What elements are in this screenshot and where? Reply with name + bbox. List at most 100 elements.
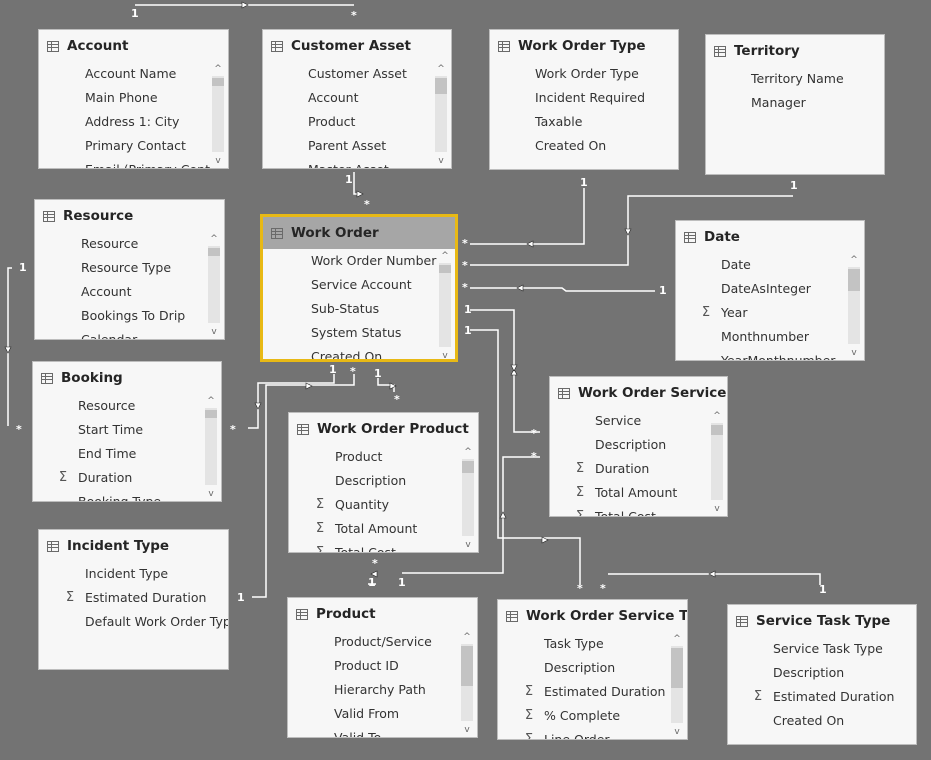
scroll-up-icon[interactable]: ^	[441, 251, 449, 261]
field-row[interactable]: Incident Type	[39, 562, 228, 586]
field-row[interactable]: Booking Type	[33, 490, 221, 501]
scroll-up-icon[interactable]: ^	[713, 411, 721, 421]
scroll-up-icon[interactable]: ^	[463, 632, 471, 642]
scroll-down-icon[interactable]: v	[714, 504, 720, 514]
scroll-down-icon[interactable]: v	[442, 351, 448, 361]
scrollbar[interactable]: ^v	[670, 634, 684, 737]
scroll-track[interactable]	[711, 423, 723, 500]
scrollbar[interactable]: ^v	[847, 255, 861, 358]
scrollbar[interactable]: ^v	[460, 632, 474, 735]
relationship-line[interactable]	[470, 309, 540, 433]
field-row[interactable]: Email (Primary Cont	[39, 158, 228, 168]
relationship-line[interactable]	[248, 374, 335, 429]
relationship-line[interactable]	[7, 267, 12, 426]
relationship-line[interactable]	[470, 287, 655, 292]
field-row[interactable]: Manager	[706, 91, 884, 115]
table-header[interactable]: Product	[288, 598, 477, 630]
scroll-thumb[interactable]	[848, 269, 860, 291]
scroll-track[interactable]	[462, 459, 474, 536]
relationship-line[interactable]	[470, 188, 585, 245]
scroll-down-icon[interactable]: v	[211, 327, 217, 337]
field-row[interactable]: Created On	[490, 134, 678, 158]
scroll-up-icon[interactable]: ^	[673, 634, 681, 644]
table-header[interactable]: Territory	[706, 35, 884, 67]
scroll-thumb[interactable]	[462, 461, 474, 473]
relationship-line[interactable]	[252, 374, 355, 598]
scroll-thumb[interactable]	[711, 425, 723, 435]
scroll-thumb[interactable]	[435, 78, 447, 94]
field-row[interactable]: Resource Type	[35, 256, 224, 280]
field-row[interactable]: Valid To	[288, 726, 477, 737]
scroll-up-icon[interactable]: ^	[437, 64, 445, 74]
field-row[interactable]: Created On	[263, 345, 455, 359]
scrollbar[interactable]: ^v	[461, 447, 475, 550]
relationship-line[interactable]	[353, 172, 362, 195]
field-row[interactable]: Product/Service	[288, 630, 477, 654]
field-row[interactable]: End Time	[33, 442, 221, 466]
field-row[interactable]: Sub-Status	[263, 297, 455, 321]
field-row[interactable]: Taxable	[490, 110, 678, 134]
field-row[interactable]: Primary Contact	[39, 134, 228, 158]
table-header[interactable]: Resource	[35, 200, 224, 232]
field-row[interactable]: Description	[550, 433, 727, 457]
scroll-track[interactable]	[205, 408, 217, 485]
table-header[interactable]: Work Order Type	[490, 30, 678, 62]
field-row[interactable]: Main Phone	[39, 86, 228, 110]
field-row[interactable]: Date	[676, 253, 864, 277]
field-row[interactable]: Work Order Number	[263, 249, 455, 273]
field-row[interactable]: Master Asset	[263, 158, 451, 168]
scroll-track[interactable]	[435, 76, 447, 152]
scroll-thumb[interactable]	[671, 648, 683, 688]
field-row[interactable]: Default Work Order Typ	[39, 610, 228, 634]
field-row[interactable]: Product	[263, 110, 451, 134]
field-row[interactable]: Account	[35, 280, 224, 304]
scroll-up-icon[interactable]: ^	[210, 234, 218, 244]
table-header[interactable]: Work Order	[263, 217, 455, 249]
scroll-track[interactable]	[208, 246, 220, 323]
field-row[interactable]: Start Time	[33, 418, 221, 442]
field-row[interactable]: Territory Name	[706, 67, 884, 91]
field-row[interactable]: Resource	[33, 394, 221, 418]
scroll-down-icon[interactable]: v	[438, 156, 444, 166]
scrollbar[interactable]: ^v	[204, 396, 218, 499]
field-row[interactable]: Account	[263, 86, 451, 110]
scroll-thumb[interactable]	[439, 265, 451, 273]
field-row[interactable]: Monthnumber	[676, 325, 864, 349]
field-row[interactable]: Created On	[728, 709, 916, 733]
scroll-down-icon[interactable]: v	[464, 725, 470, 735]
field-row[interactable]: Product	[289, 445, 478, 469]
field-row[interactable]: Service Task Type	[728, 637, 916, 661]
scroll-track[interactable]	[212, 76, 224, 152]
scroll-up-icon[interactable]: ^	[464, 447, 472, 457]
scroll-up-icon[interactable]: ^	[207, 396, 215, 406]
field-row[interactable]: Calendar	[35, 328, 224, 339]
field-row[interactable]: Work Order Type	[490, 62, 678, 86]
scroll-track[interactable]	[439, 263, 451, 347]
field-row[interactable]: Σ% Complete	[498, 704, 687, 728]
field-row[interactable]: Description	[289, 469, 478, 493]
scroll-thumb[interactable]	[461, 646, 473, 686]
field-row[interactable]: Resource	[35, 232, 224, 256]
scrollbar[interactable]: ^v	[207, 234, 221, 337]
field-row[interactable]: Account Name	[39, 62, 228, 86]
field-row[interactable]: Service Account	[263, 273, 455, 297]
scroll-thumb[interactable]	[212, 78, 224, 86]
scroll-down-icon[interactable]: v	[851, 348, 857, 358]
relationship-line[interactable]	[470, 329, 581, 585]
